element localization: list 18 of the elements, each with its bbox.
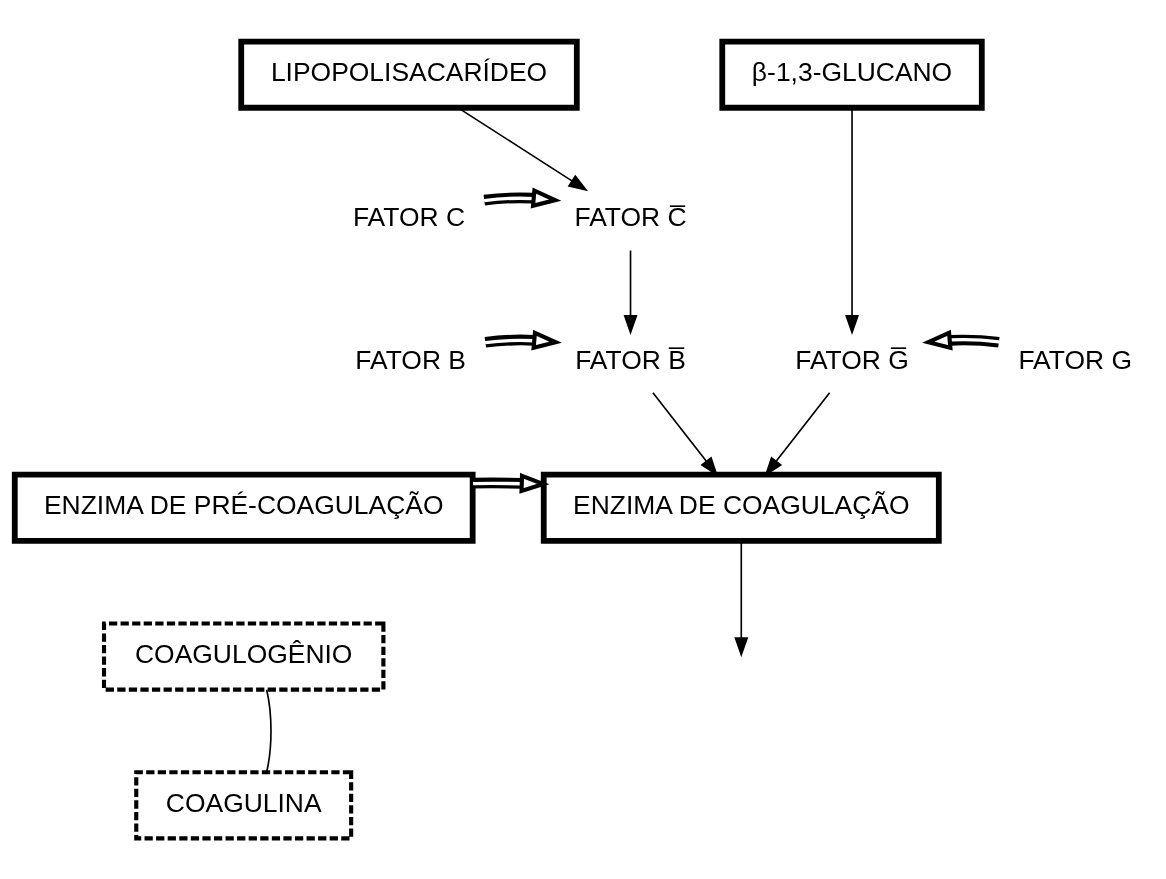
arrow: [473, 472, 550, 494]
node-box: LIPOPOLISACARÍDEO: [238, 38, 580, 111]
node-text: FATOR G: [1018, 344, 1132, 375]
node-text: FATOR G̅: [795, 344, 909, 375]
arrow: [623, 249, 638, 335]
connector: [265, 688, 272, 773]
node-text: FATOR C: [352, 201, 466, 232]
node-box: ENZIMA DE PRÉ-COAGULAÇÃO: [11, 471, 476, 544]
node-box: COAGULOGÊNIO: [101, 620, 386, 692]
node-box: ENZIMA DE COAGULAÇÃO: [540, 471, 942, 544]
arrow: [483, 187, 562, 208]
node-text: FATOR B̅: [575, 344, 686, 375]
arrow: [484, 329, 562, 351]
node-box: β-1,3-GLUCANO: [719, 38, 985, 111]
node-text: FATOR C̅: [574, 201, 687, 232]
node-text: FATOR B: [355, 344, 466, 375]
arrow: [922, 329, 1000, 351]
node-box: COAGULINA: [134, 769, 354, 840]
